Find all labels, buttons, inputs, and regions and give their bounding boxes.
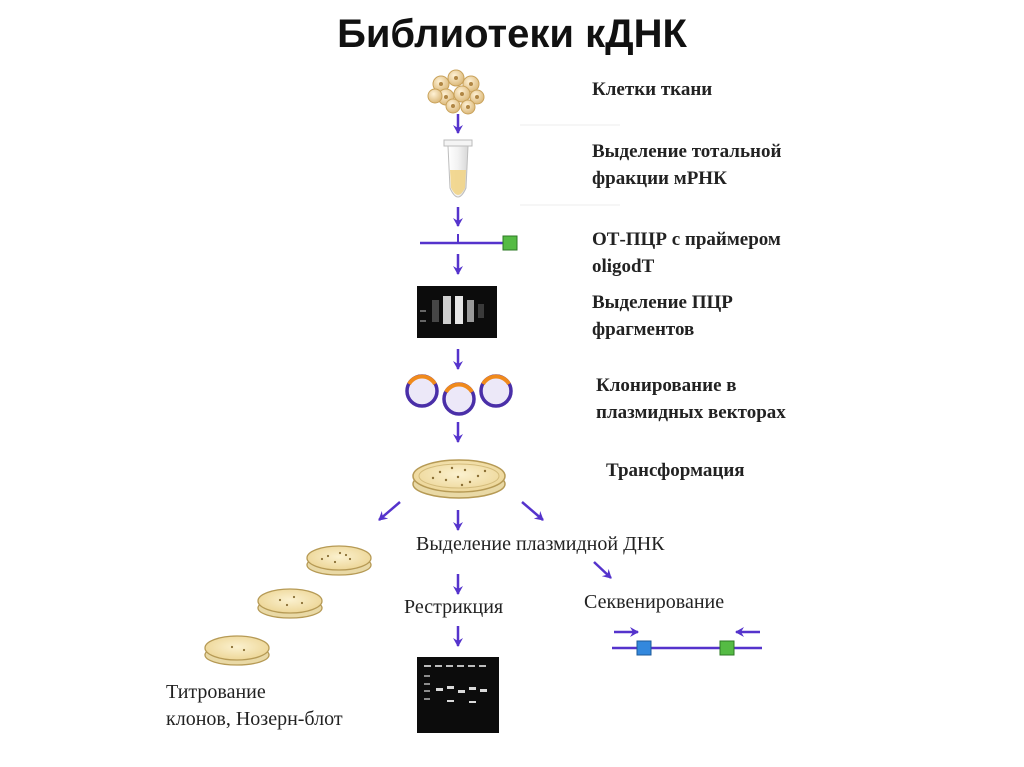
step-label-clone-line2: плазмидных векторах [596,402,786,423]
step-label-pcr-line2: oligodT [592,256,655,277]
gel-image-icon [417,657,499,733]
petri-dish-icon [306,545,372,576]
sequencing-primers-icon [612,627,762,656]
step-label-frag-line1: Выделение ПЦР [592,292,733,313]
step-label-frag-line2: фрагментов [592,319,695,340]
step-label-pcr-line1: ОТ-ПЦР с праймером [592,229,781,250]
step-label-titer-line2: клонов, Нозерн-блот [166,708,343,730]
plasmid-icon [405,374,513,416]
flow-arrow [521,501,544,521]
oligodt-primer-icon [420,234,518,251]
flow-arrow [593,561,612,579]
petri-dish-icon [204,635,270,666]
step-label-restriction: Рестрикция [404,596,504,618]
step-label-sequencing: Секвенирование [584,591,725,613]
step-label-titer-line1: Титрование [166,681,266,703]
petri-dish-icon [412,459,506,499]
step-label-clone-line1: Клонирование в [596,375,737,396]
gel-image-icon [417,286,497,338]
cell-cluster-icon [427,69,485,115]
test-tube-icon [443,139,473,198]
flow-arrow [378,501,401,521]
step-label-plasmid-dna: Выделение плазмидной ДНК [416,533,665,555]
petri-dish-icon [257,588,323,619]
slide-title: Библиотеки кДНК [337,12,687,56]
row-separators [520,124,620,206]
step-label-rna-line1: Выделение тотальной [592,141,782,162]
step-label-rna-line2: фракции мРНК [592,168,727,189]
step-label-transform: Трансформация [606,460,745,481]
step-label-cells: Клетки ткани [592,79,713,100]
